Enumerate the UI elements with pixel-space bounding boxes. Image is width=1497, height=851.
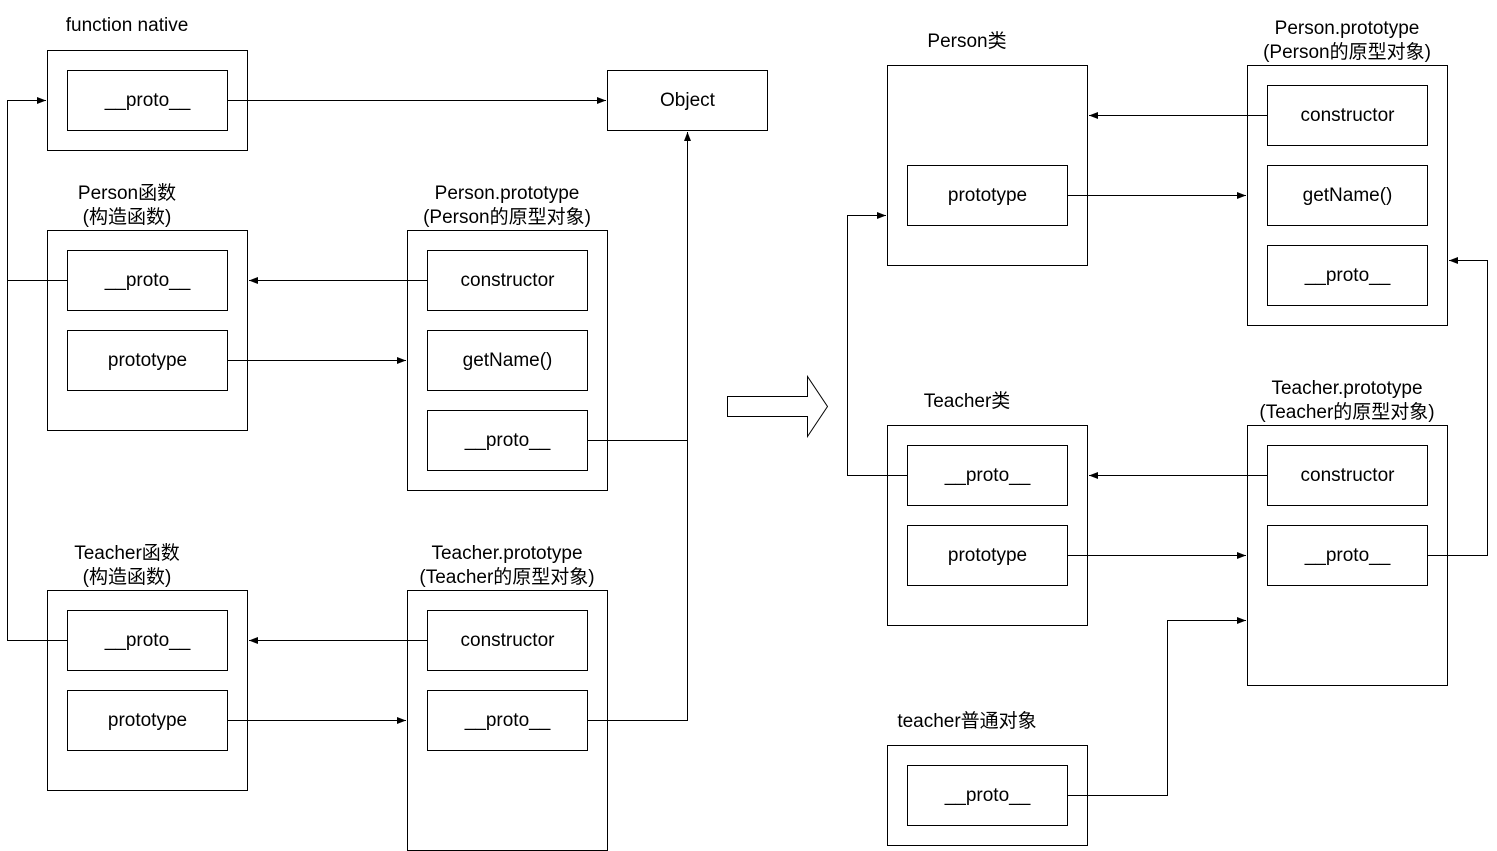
r-person-proto-proto-cell: __proto__	[1267, 245, 1428, 306]
person-class-prototype-cell: prototype	[907, 165, 1068, 226]
teacher-class-proto-cell: __proto__	[907, 445, 1068, 506]
teacher-fn-title: Teacher函数	[74, 543, 180, 564]
person-proto-constructor-cell: constructor	[427, 250, 588, 311]
person-fn-subtitle: (构造函数)	[82, 207, 172, 228]
line-teacher-fn-proto-to-native	[7, 280, 67, 641]
arrow-r-teacher-class-proto-to-person	[847, 212, 907, 476]
person-proto-proto-cell: __proto__	[427, 410, 588, 471]
person-proto-subtitle: (Person的原型对象)	[423, 207, 591, 228]
r-teacher-proto-title: Teacher.prototype	[1271, 378, 1423, 399]
r-person-proto-constructor-cell: constructor	[1267, 85, 1428, 146]
teacher-class-title: Teacher类	[923, 391, 1011, 412]
teacher-obj-title: teacher普通对象	[897, 711, 1037, 732]
function-native-proto-cell: __proto__	[67, 70, 228, 131]
r-teacher-proto-constructor-cell: constructor	[1267, 445, 1428, 506]
teacher-fn-proto-cell: __proto__	[67, 610, 228, 671]
arrow-fn-protos-to-native	[7, 97, 67, 281]
person-fn-title: Person函数	[77, 183, 177, 204]
r-person-proto-subtitle: (Person的原型对象)	[1263, 42, 1431, 63]
person-fn-prototype-cell: prototype	[67, 330, 228, 391]
teacher-proto-constructor-cell: constructor	[427, 610, 588, 671]
object-box: Object	[607, 70, 768, 131]
teacher-proto-subtitle: (Teacher的原型对象)	[419, 567, 595, 588]
teacher-fn-subtitle: (构造函数)	[82, 567, 172, 588]
arrow-protos-to-object	[588, 132, 691, 721]
r-teacher-proto-proto-cell: __proto__	[1267, 525, 1428, 586]
arrow-teacher-obj-proto-to-teacher-proto	[1068, 617, 1246, 796]
teacher-proto-title: Teacher.prototype	[431, 543, 583, 564]
person-proto-getname-cell: getName()	[427, 330, 588, 391]
r-person-proto-getname-cell: getName()	[1267, 165, 1428, 226]
teacher-obj-proto-cell: __proto__	[907, 765, 1068, 826]
arrow-r-teacher-proto-proto-to-person-proto	[1428, 257, 1488, 556]
transition-arrow-icon	[727, 374, 829, 439]
r-person-proto-title: Person.prototype	[1274, 18, 1420, 39]
r-teacher-proto-subtitle: (Teacher的原型对象)	[1259, 402, 1435, 423]
person-proto-title: Person.prototype	[434, 183, 580, 204]
function-native-title: function native	[65, 15, 189, 36]
person-fn-proto-cell: __proto__	[67, 250, 228, 311]
teacher-proto-proto-cell: __proto__	[427, 690, 588, 751]
teacher-fn-prototype-cell: prototype	[67, 690, 228, 751]
teacher-class-prototype-cell: prototype	[907, 525, 1068, 586]
person-class-title: Person类	[927, 31, 1007, 52]
